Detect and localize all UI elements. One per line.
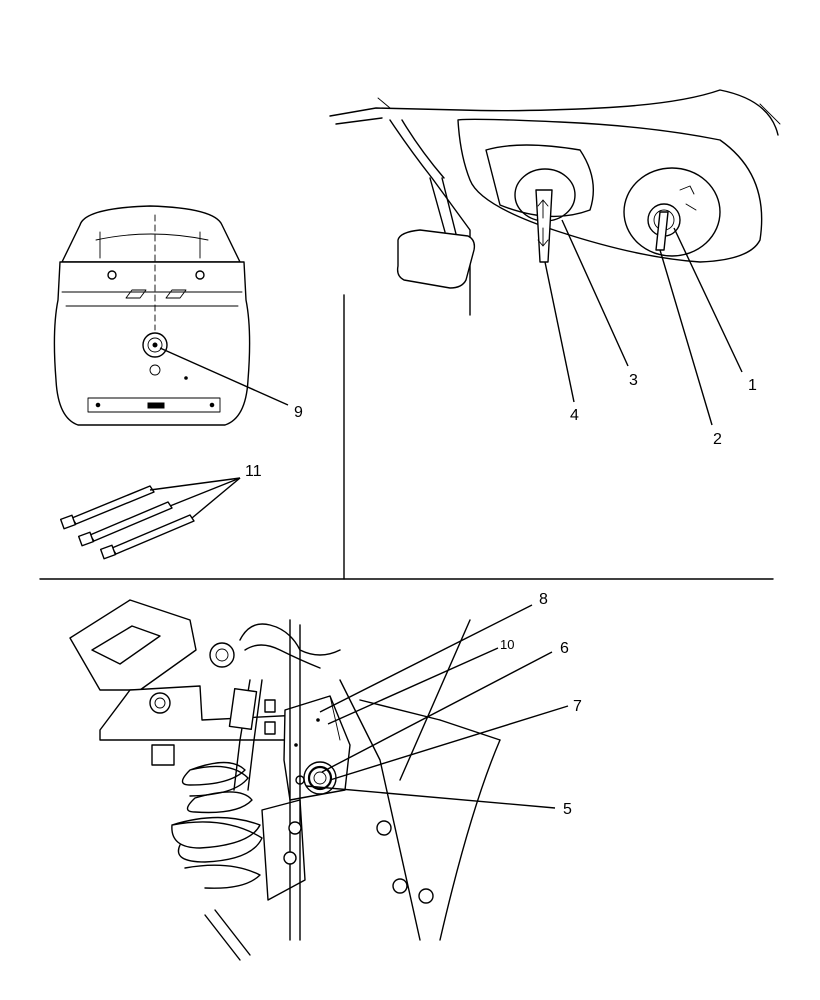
leader-11c: [191, 477, 241, 519]
dash-illustration: [329, 89, 781, 316]
callout-2: 2: [713, 431, 722, 448]
leader-5: [305, 785, 556, 809]
leader-2: [659, 249, 713, 426]
leader-10: [327, 647, 499, 725]
callout-6: 6: [560, 640, 569, 657]
leader-8: [319, 604, 533, 713]
leader-1: [673, 227, 743, 373]
callout-11: 11: [245, 463, 262, 480]
cable-ties: [59, 485, 195, 560]
engine-bay-illustration: [69, 599, 501, 961]
callout-3: 3: [629, 372, 638, 389]
callout-8: 8: [539, 591, 548, 608]
seat-illustration: [53, 205, 251, 426]
leader-4: [544, 261, 575, 403]
callout-9: 9: [294, 404, 303, 421]
seat-view-panel: 9 11: [53, 205, 303, 560]
panel-dividers: [39, 294, 774, 580]
dash-view-panel: 1 2 3 4: [329, 89, 781, 448]
callout-4: 4: [570, 407, 579, 424]
callout-7: 7: [573, 698, 582, 715]
leader-11a: [149, 477, 241, 491]
leader-7: [329, 705, 569, 781]
callout-10: 10: [500, 637, 514, 652]
callout-5: 5: [563, 801, 572, 818]
leader-3: [561, 219, 629, 367]
leader-6: [321, 651, 553, 773]
leader-11b: [169, 477, 241, 507]
engine-bay-view-panel: 8 10 6 7 5: [69, 591, 582, 961]
callout-1: 1: [748, 377, 757, 394]
leader-9: [159, 347, 289, 406]
